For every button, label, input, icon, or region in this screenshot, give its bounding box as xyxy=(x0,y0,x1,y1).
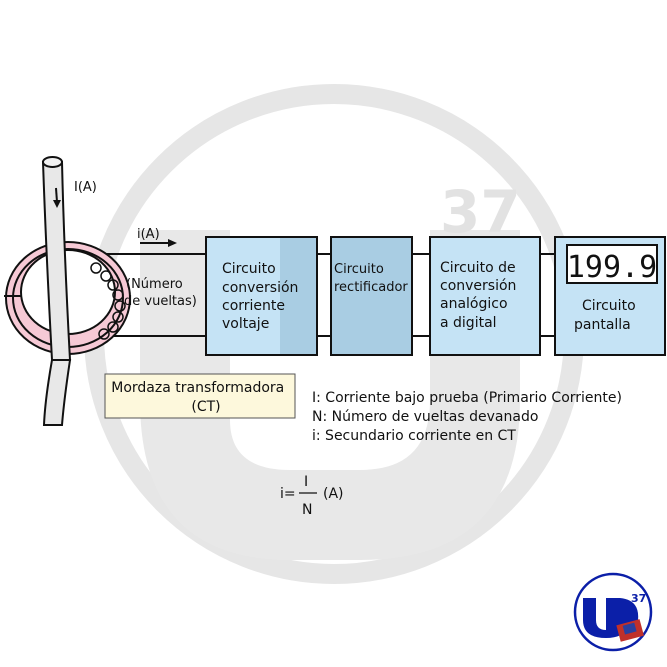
block-display: 199.9 Circuito pantalla xyxy=(554,236,666,356)
svg-text:i=: i= xyxy=(280,486,296,502)
svg-text:Circuito conversión: Circuito conversión corriente voltaje xyxy=(222,261,303,332)
display-value: 199.9 xyxy=(567,250,657,285)
turns-label: (Número de vueltas) xyxy=(124,277,197,309)
svg-text:Circuito de conversión: Circuito de conversión analógico a digit… xyxy=(440,260,521,331)
svg-text:I: I xyxy=(304,474,308,490)
svg-text:N: N xyxy=(302,502,312,518)
svg-text:(A): (A) xyxy=(323,486,344,502)
lcd-display xyxy=(566,244,658,284)
formula: i= I N (A) xyxy=(280,474,344,518)
legend: I: Corriente bajo prueba (Primario Corri… xyxy=(312,390,626,444)
clamp-label: Mordaza transformadora (CT) xyxy=(104,373,296,419)
primary-conductor xyxy=(41,156,72,361)
primary-current-label: I(A) xyxy=(74,180,97,195)
svg-text:Mordaza transformadora (: Mordaza transformadora (CT) xyxy=(111,380,288,415)
conductor-lower xyxy=(42,359,72,426)
block-current-to-voltage: Circuito conversión corriente voltaje xyxy=(205,236,318,356)
svg-text:37: 37 xyxy=(631,592,646,605)
current-arrow xyxy=(140,239,177,247)
watermark-number: 37 xyxy=(440,178,521,246)
svg-text:Circuito rectificador: Circuito rectificador xyxy=(334,262,408,295)
signal-wires xyxy=(105,253,555,337)
ud37-logo: 37 xyxy=(573,572,653,652)
winding-coils-icon xyxy=(90,262,126,340)
block-rectifier: Circuito rectificador xyxy=(330,236,413,356)
block-adc: Circuito de conversión analógico a digit… xyxy=(429,236,541,356)
down-arrow-icon xyxy=(53,200,61,208)
ct-core xyxy=(4,241,131,355)
svg-text:Circuito pantalla: Circuito pantalla xyxy=(574,298,640,333)
secondary-current-label: i(A) xyxy=(137,227,160,242)
